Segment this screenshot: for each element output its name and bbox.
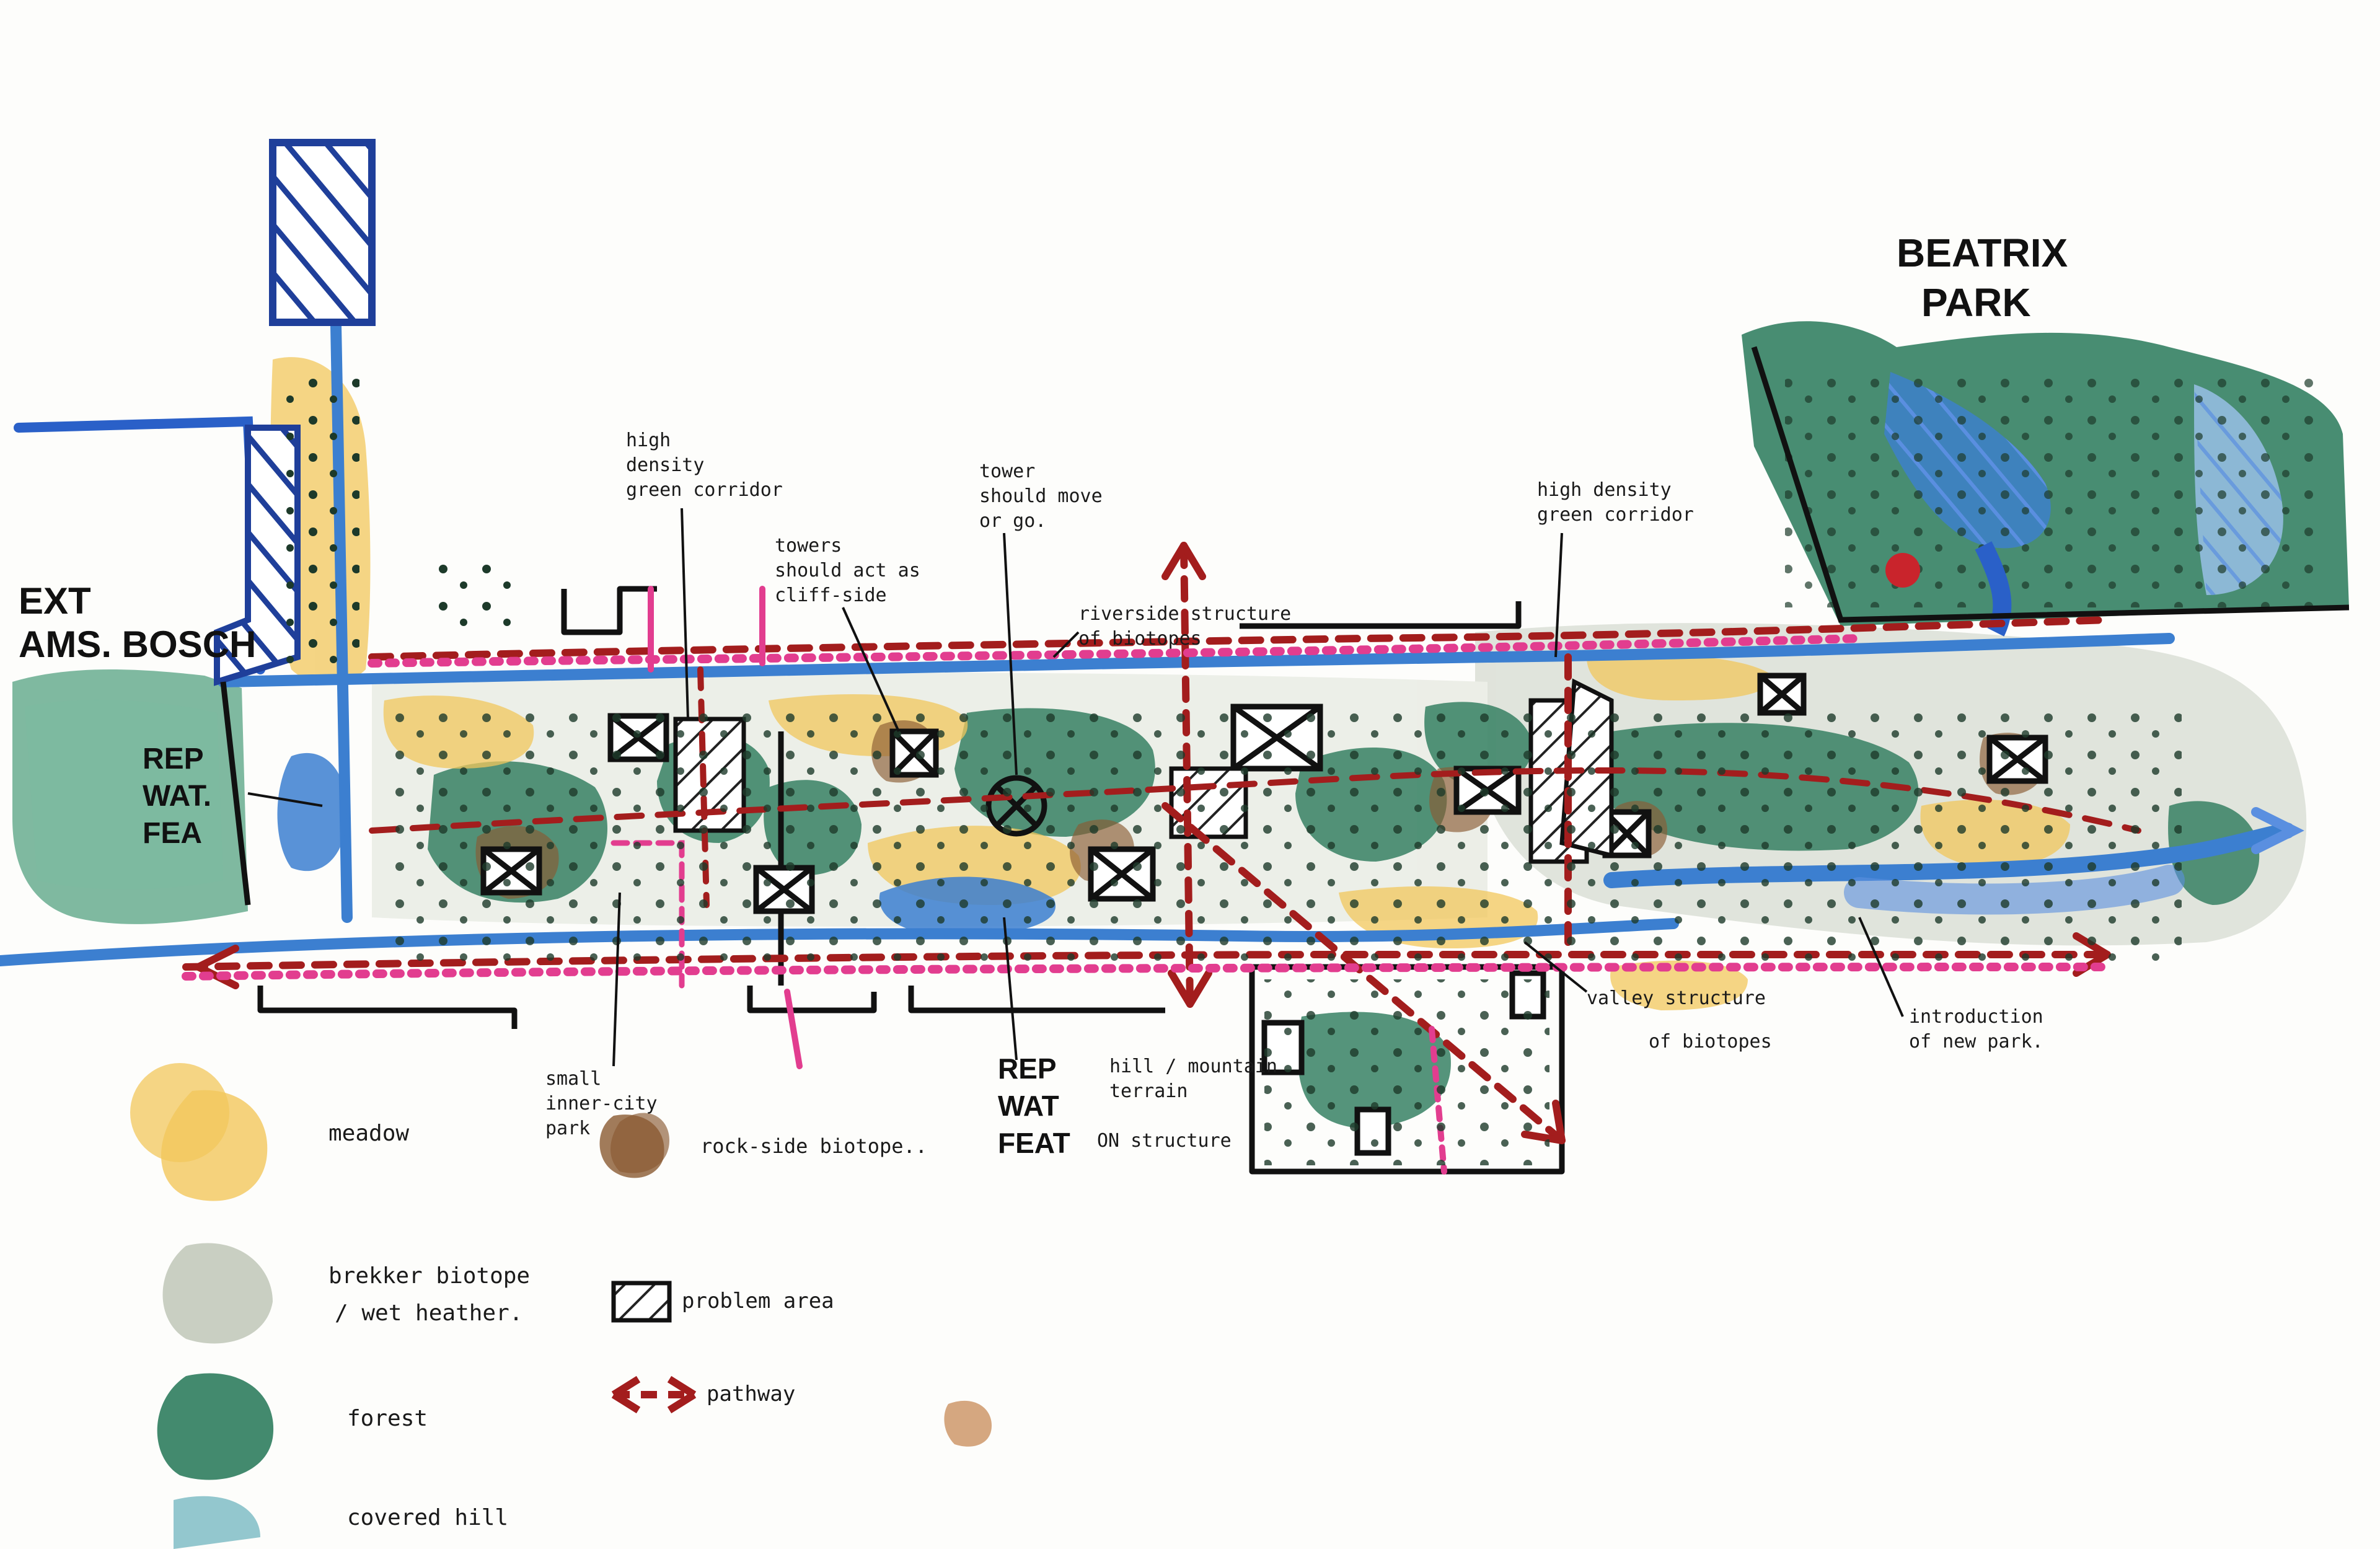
hill-terrain-2: terrain	[1109, 1080, 1188, 1102]
label-ext: EXT	[19, 580, 91, 622]
tower-move-3: or go.	[979, 510, 1046, 532]
tower-move-2: should move	[979, 485, 1103, 507]
new-park-1: introduction	[1909, 1006, 2043, 1028]
rep-wat-feat-1: REP	[998, 1053, 1057, 1085]
rep-wat-fea-1: REP	[143, 743, 204, 775]
legend-label-wet-heather-1: brekker biotope	[328, 1263, 530, 1289]
legend-swatch-covered-hill	[174, 1496, 260, 1549]
legend-label-wet-heather-2: / wet heather.	[335, 1300, 522, 1326]
legend-swatch-pathway	[611, 1375, 697, 1414]
towers-cliff-3: cliff-side	[775, 585, 887, 606]
legend-label-forest: forest	[347, 1406, 428, 1431]
hill-terrain-3: ON structure	[1097, 1130, 1232, 1152]
beatrix-park	[1742, 321, 2350, 637]
legend-swatch-wet-heather	[162, 1243, 273, 1344]
legend-swatch-rock	[599, 1114, 664, 1178]
rep-wat-feat-3: FEAT	[998, 1127, 1070, 1159]
legend-labels: meadow rock-side biotope.. brekker bioto…	[328, 1121, 927, 1530]
small-park-1: small	[545, 1068, 601, 1090]
riverside-2: of biotopes	[1078, 628, 1202, 650]
leader-lines	[247, 508, 1904, 1067]
forest-ams-bosch	[12, 669, 248, 924]
legend-label-pathway: pathway	[707, 1382, 795, 1406]
legend-swatches	[157, 1090, 697, 1549]
hill-terrain-1: hill / mountain	[1109, 1056, 1277, 1077]
tower-move-1: tower	[979, 461, 1035, 482]
tree-dots	[285, 372, 2182, 1165]
green-corridor-left-3: green corridor	[626, 479, 783, 501]
green-corridor-right-2: green corridor	[1537, 504, 1694, 526]
new-park-2: of new park.	[1909, 1031, 2043, 1053]
label-beatrix: BEATRIX	[1897, 231, 2068, 275]
riverside-1: riverside structure	[1078, 603, 1291, 625]
legend-swatch-problem	[611, 1281, 672, 1323]
legend-label-meadow: meadow	[328, 1121, 409, 1146]
legend-label-rock: rock-side biotope..	[700, 1134, 927, 1158]
green-corridor-right-1: high density	[1537, 479, 1672, 501]
annotation-labels: REP WAT. FEA REP WAT FEAT high density g…	[143, 430, 2043, 1159]
towers-cliff-1: towers	[775, 535, 842, 557]
rep-wat-fea-3: FEA	[143, 817, 202, 850]
place-labels: BEATRIX PARK EXT AMS. BOSCH	[19, 231, 2068, 665]
green-corridor-left-2: density	[626, 454, 704, 476]
small-park-2: inner-city	[545, 1093, 658, 1114]
legend-swatch-meadow	[161, 1090, 268, 1201]
rep-wat-fea-2: WAT.	[143, 780, 211, 813]
valley-1: valley structure	[1587, 987, 1766, 1009]
legend-label-covered-hill: covered hill	[347, 1505, 508, 1530]
rep-wat-feat-2: WAT	[998, 1090, 1059, 1122]
legend-swatch-forest	[157, 1373, 274, 1480]
towers-cliff-2: should act as	[775, 560, 920, 581]
green-corridor-left-1: high	[626, 430, 671, 451]
valley-2: of biotopes	[1649, 1031, 1772, 1053]
label-park: PARK	[1921, 280, 2031, 325]
small-park-3: park	[545, 1118, 590, 1139]
label-ams-bosch: AMS. BOSCH	[19, 624, 256, 665]
legend-label-problem: problem area	[682, 1289, 834, 1313]
